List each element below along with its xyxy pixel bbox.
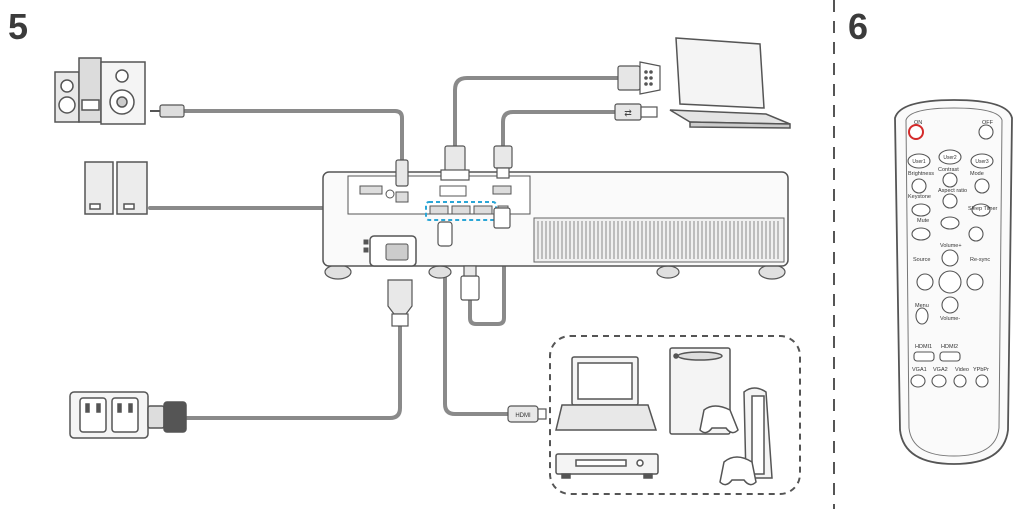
remote-user1-button[interactable] [907, 153, 931, 169]
remote-video-label: Video [955, 367, 969, 373]
remote-brightness-label: Brightness [908, 171, 934, 177]
game-controller-2-icon [719, 456, 757, 486]
remote-ypbpr-button[interactable] [975, 374, 989, 388]
laptop-icon [669, 37, 791, 129]
remote-on-label: ON [914, 120, 922, 126]
remote-right-button[interactable] [966, 273, 984, 291]
remote-contrast-label: Contrast [938, 167, 959, 173]
remote-keystone-label: Keystone [908, 194, 931, 200]
remote-mute-label: Mute [917, 218, 929, 224]
remote-timer-button[interactable] [968, 226, 984, 242]
step-number-5: 5 [8, 6, 29, 47]
hdmi-plug-devices: HDMI [507, 405, 547, 423]
hdmi-plug-label: HDMI [515, 413, 531, 419]
remote-power-off-button[interactable] [978, 124, 994, 140]
projector-vent-grille [537, 221, 779, 259]
remote-menu-button[interactable] [915, 307, 929, 325]
media-devices-icon [555, 347, 773, 486]
remote-hdmi2-label: HDMI2 [941, 344, 958, 350]
stereo-system-icon [54, 57, 146, 125]
usb-cable-laptop [501, 110, 617, 152]
remote-resync-label: Re-sync [970, 257, 990, 263]
projector-plugs [387, 145, 513, 327]
media-devices-group [549, 335, 801, 495]
step-number-6: 6 [848, 6, 869, 47]
remote-vga2-label: VGA2 [933, 367, 948, 373]
remote-user1-text: User1 [912, 159, 926, 165]
svg-text:⇄: ⇄ [624, 108, 632, 118]
hdmi-cable [443, 233, 510, 416]
remote-volup-label: Volume+ [940, 243, 962, 249]
remote-sleep-button[interactable] [971, 203, 991, 217]
remote-user2-text: User2 [943, 155, 957, 161]
remote-button-text: User1 User2 User3 [912, 155, 989, 165]
remote-contrast-button[interactable] [942, 172, 958, 188]
remote-down-button[interactable] [941, 296, 959, 314]
usb-loop-cable [468, 240, 506, 326]
power-outlet-icon [69, 391, 187, 439]
remote-user3-text: User3 [975, 159, 989, 165]
remote-vga1-label: VGA1 [912, 367, 927, 373]
remote-labels: ON OFF Brightness Contrast Mode Aspect r… [908, 120, 998, 373]
audio-plug-stereo [150, 104, 185, 118]
vga-cable [453, 76, 620, 162]
remote-power-on-button[interactable] [908, 124, 924, 140]
usb-plug-laptop: ⇄ [614, 103, 658, 121]
remote-up-button[interactable] [941, 249, 959, 267]
remote-mute-button[interactable] [911, 227, 931, 241]
remote-vga1-button[interactable] [910, 374, 926, 388]
remote-mode-button[interactable] [974, 178, 990, 194]
remote-hdmi2-button[interactable] [939, 351, 961, 362]
remote-voldown-label: Volume- [940, 316, 960, 322]
remote-source-label: Source [913, 257, 930, 263]
remote-left-button[interactable] [916, 273, 934, 291]
media-laptop-icon [555, 356, 658, 431]
remote-vga2-button[interactable] [931, 374, 947, 388]
remote-mode-label: Mode [970, 171, 984, 177]
hdmi-ports-highlight [425, 201, 497, 221]
remote-video-button[interactable] [953, 374, 967, 388]
remote-off-label: OFF [982, 120, 994, 126]
remote-menu-label: Menu [915, 303, 929, 309]
remote-keystone-button[interactable] [911, 203, 931, 217]
tall-console-icon [743, 387, 773, 479]
remote-sleep-label: Sleep Timer [968, 206, 998, 212]
remote-aspect-button[interactable] [942, 193, 958, 209]
remote-ypbpr-label: YPbPr [973, 367, 989, 373]
remote-hdmi1-button[interactable] [913, 351, 935, 362]
remote-enter-button[interactable] [938, 270, 962, 294]
remote-keystone-adjust-button[interactable] [940, 216, 960, 230]
vga-plug-laptop [617, 61, 661, 95]
game-controller-icon [699, 405, 739, 434]
dvd-player-icon [555, 453, 659, 479]
remote-aspect-label: Aspect ratio [938, 188, 967, 194]
remote-hdmi1-label: HDMI1 [915, 344, 932, 350]
remote-user2-button[interactable] [938, 149, 962, 165]
remote-brightness-button[interactable] [911, 178, 927, 194]
cables [148, 76, 620, 420]
projector-ports [359, 185, 512, 267]
remote-user3-button[interactable] [970, 153, 994, 169]
audio-cable-stereo [183, 109, 404, 174]
speakers-icon [84, 161, 148, 215]
remote-buttons [907, 124, 994, 388]
power-cable [183, 324, 402, 420]
